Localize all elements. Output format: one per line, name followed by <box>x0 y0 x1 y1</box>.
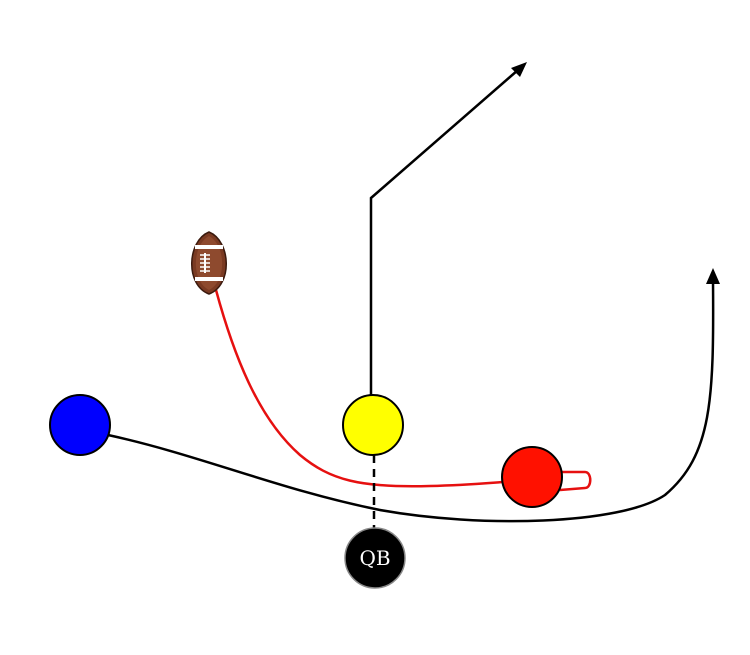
player-yellow[interactable] <box>342 394 404 456</box>
route-yellow <box>369 69 519 395</box>
qb-label: QB <box>359 546 390 570</box>
football-icon <box>191 231 227 295</box>
arrowhead-icon <box>706 268 720 284</box>
route-blue <box>107 279 715 523</box>
arrowhead-icon <box>511 62 527 77</box>
player-qb[interactable] <box>344 527 406 589</box>
route-red <box>214 289 505 488</box>
route-red-loop <box>559 470 592 492</box>
player-blue[interactable] <box>49 394 111 456</box>
player-red[interactable] <box>501 446 563 508</box>
